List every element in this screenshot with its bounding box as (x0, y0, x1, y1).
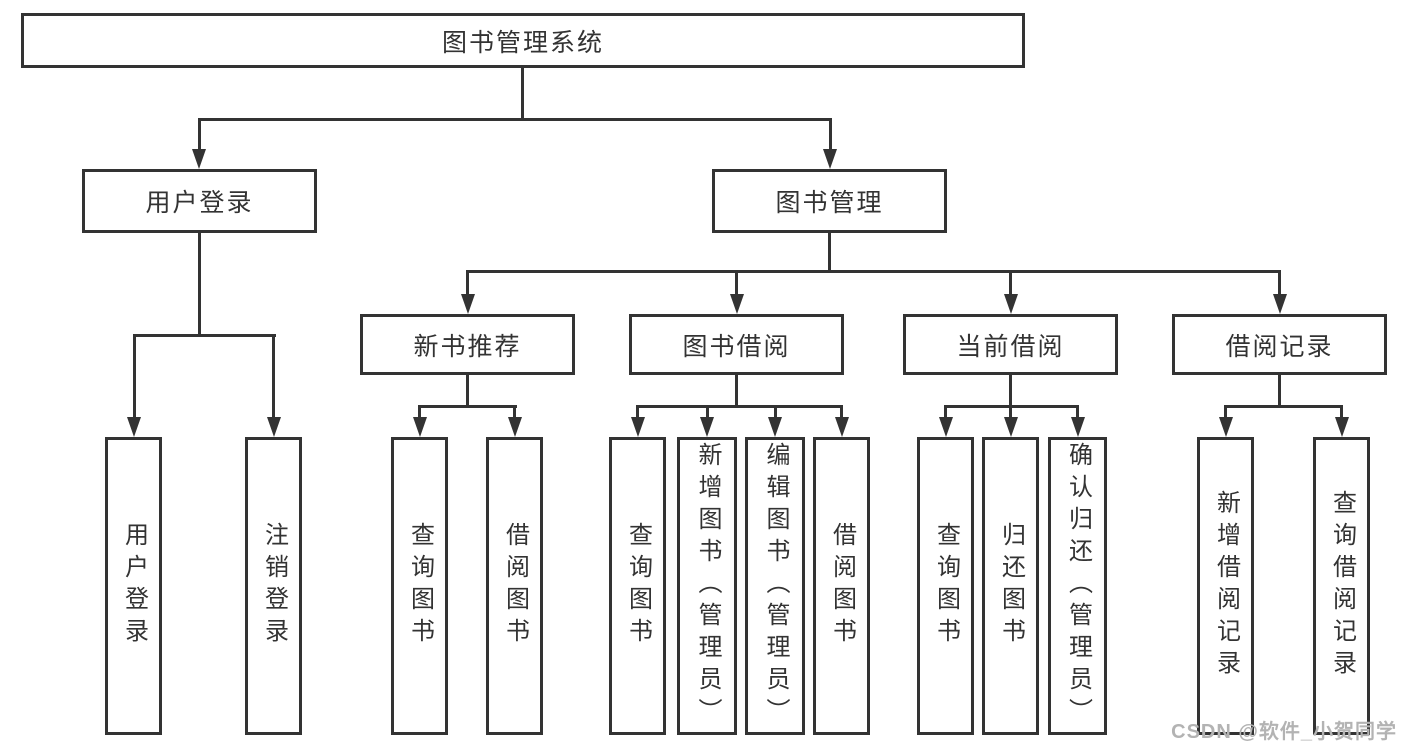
node-user-login: 用户登录 (82, 169, 317, 233)
leaf-label: 查询借阅记录 (1328, 490, 1356, 682)
leaf-label: 注销登录 (260, 522, 288, 650)
leaf-query-books-current: 查询图书 (917, 437, 974, 735)
connector-vline (1009, 270, 1012, 296)
leaf-add-borrow-record: 新增借阅记录 (1197, 437, 1254, 735)
arrow-down-head (823, 149, 837, 169)
arrow-down-head (127, 417, 141, 437)
arrow-down-head (1004, 294, 1018, 314)
leaf-label: 新增图书（管理员） (694, 442, 721, 730)
node-label: 借阅记录 (1225, 332, 1334, 361)
node-borrowing-records: 借阅记录 (1172, 314, 1387, 375)
node-book-management: 图书管理 (712, 169, 947, 233)
connector-vline (513, 405, 516, 419)
arrow-down-head (1335, 417, 1349, 437)
connector-vline (133, 334, 136, 419)
connector-vline (774, 405, 777, 419)
leaf-label: 确认归还（管理员） (1064, 442, 1092, 730)
leaf-label: 查询图书 (406, 522, 434, 650)
connector-vline (1009, 375, 1012, 408)
arrow-down-head (461, 294, 475, 314)
connector-hline (133, 334, 276, 337)
connector-vline (828, 233, 831, 273)
connector-vline (198, 118, 201, 151)
node-book-borrowing: 图书借阅 (629, 314, 844, 375)
arrow-down-head (730, 294, 744, 314)
connector-vline (840, 405, 843, 419)
leaf-label: 借阅图书 (828, 522, 856, 650)
leaf-label: 借阅图书 (501, 522, 529, 650)
arrow-down-head (1071, 417, 1085, 437)
connector-vline (466, 270, 469, 296)
connector-vline (1009, 405, 1012, 419)
leaf-confirm-return-admin: 确认归还（管理员） (1048, 437, 1107, 735)
connector-hline (1224, 405, 1343, 408)
leaf-add-book-admin: 新增图书（管理员） (677, 437, 737, 735)
connector-vline (706, 405, 709, 419)
node-label: 用户登录 (145, 189, 254, 217)
node-label: 新书推荐 (413, 332, 522, 361)
connector-vline (198, 233, 201, 337)
node-label: 图书管理系统 (441, 28, 604, 57)
arrow-down-head (1273, 294, 1287, 314)
connector-vline (418, 405, 421, 419)
leaf-label: 查询图书 (932, 522, 960, 650)
connector-vline (1278, 375, 1281, 408)
arrow-down-head (413, 417, 427, 437)
connector-vline (272, 334, 275, 419)
connector-vline (636, 405, 639, 419)
arrow-down-head (835, 417, 849, 437)
node-label: 当前借阅 (956, 332, 1065, 361)
connector-vline (735, 270, 738, 296)
arrow-down-head (1004, 417, 1018, 437)
arrow-down-head (631, 417, 645, 437)
connector-vline (1224, 405, 1227, 419)
connector-vline (829, 118, 832, 151)
csdn-watermark: CSDN @软件_小贺同学 (1171, 721, 1397, 743)
connector-vline (1278, 270, 1281, 296)
connector-vline (735, 375, 738, 408)
arrow-down-head (768, 417, 782, 437)
arrow-down-head (700, 417, 714, 437)
connector-vline (1340, 405, 1343, 419)
node-label: 图书管理 (775, 189, 884, 217)
connector-vline (944, 405, 947, 419)
connector-hline (636, 405, 843, 408)
leaf-edit-book-admin: 编辑图书（管理员） (745, 437, 805, 735)
leaf-return-books: 归还图书 (982, 437, 1039, 735)
leaf-logout: 注销登录 (245, 437, 302, 735)
leaf-label: 编辑图书（管理员） (762, 442, 789, 730)
node-new-book-recommendation: 新书推荐 (360, 314, 575, 375)
node-library-system-root: 图书管理系统 (21, 13, 1025, 68)
leaf-label: 归还图书 (997, 522, 1025, 650)
leaf-label: 查询图书 (624, 522, 652, 650)
node-current-borrowing: 当前借阅 (903, 314, 1118, 375)
leaf-query-books-borrowing: 查询图书 (609, 437, 666, 735)
arrow-down-head (192, 149, 206, 169)
leaf-label: 新增借阅记录 (1212, 490, 1240, 682)
connector-hline (418, 405, 517, 408)
connector-hline (198, 118, 832, 121)
arrow-down-head (1219, 417, 1233, 437)
leaf-user-login: 用户登录 (105, 437, 162, 735)
arrow-down-head (508, 417, 522, 437)
leaf-borrow-books-recommend: 借阅图书 (486, 437, 543, 735)
leaf-borrow-books-borrowing: 借阅图书 (813, 437, 870, 735)
leaf-query-books-recommend: 查询图书 (391, 437, 448, 735)
node-label: 图书借阅 (682, 332, 791, 361)
connector-vline (521, 67, 524, 120)
connector-hline (466, 270, 1281, 273)
connector-vline (466, 375, 469, 408)
connector-vline (1076, 405, 1079, 419)
leaf-query-borrow-record: 查询借阅记录 (1313, 437, 1370, 735)
arrow-down-head (939, 417, 953, 437)
leaf-label: 用户登录 (120, 522, 148, 650)
arrow-down-head (267, 417, 281, 437)
